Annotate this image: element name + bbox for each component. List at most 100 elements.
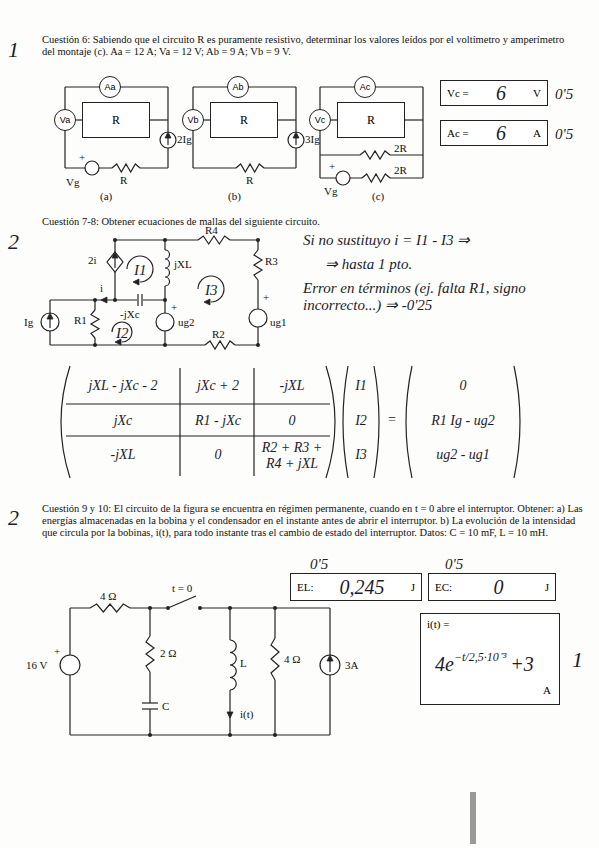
resistor-symbol (236, 164, 264, 172)
junction-dot (148, 606, 152, 610)
wire (179, 368, 180, 476)
label: ug1 (270, 316, 287, 329)
meter-symbol: Vc (309, 109, 331, 131)
label: (a) (100, 190, 112, 203)
label: 2R (394, 142, 407, 155)
label: C (162, 700, 169, 713)
junction-dot (113, 238, 117, 242)
junction-dot (148, 733, 152, 737)
question-text: Cuestión 7-8: Obtener ecuaciones de mall… (42, 216, 542, 228)
meter-name: Ac (360, 82, 371, 92)
matrix-entry: ug2 - ug1 (414, 447, 512, 463)
bracket (514, 366, 520, 478)
wire (295, 87, 296, 168)
source-symbol (160, 132, 176, 148)
source-symbol (41, 313, 59, 331)
label: i (100, 282, 103, 295)
answer-box: i(t) =4e−t/2,5·10⁻³+3A (420, 613, 560, 705)
label: 1 (572, 648, 583, 672)
meter-symbol: Va (54, 109, 76, 131)
mesh-arrow (112, 322, 132, 342)
resistor-symbol (146, 636, 154, 672)
matrix-entry: -jXL (258, 378, 326, 394)
answer-value: 4e (435, 653, 454, 675)
label: I1 (134, 262, 147, 279)
label: Vg (324, 185, 337, 198)
source-symbol (60, 655, 80, 675)
label: 3Ig (305, 133, 320, 146)
gap (236, 162, 264, 174)
label: 2Ig (177, 133, 192, 146)
arrowhead (165, 132, 171, 138)
junction-dot (113, 298, 117, 302)
matrix-entry: jXc + 2 (184, 378, 252, 394)
label: R3 (265, 255, 278, 268)
matrix-entry: 0 (184, 447, 252, 463)
matrix-entry: jXc (68, 413, 178, 429)
label: (c) (372, 190, 384, 203)
answer-label: Vc = (447, 87, 469, 99)
wire (405, 119, 423, 120)
arrowhead (227, 712, 233, 718)
label: -jXc (120, 308, 140, 321)
label: jXL (174, 258, 192, 271)
resistor-symbol (91, 310, 99, 338)
wire (70, 734, 330, 735)
matrix-entry: = (386, 412, 398, 428)
meter-symbol: Aa (99, 76, 121, 98)
label: (b) (228, 190, 241, 203)
wire (50, 299, 165, 300)
bracket (343, 366, 348, 478)
gap (144, 636, 156, 672)
gap (89, 310, 101, 338)
circuit-name: R (112, 113, 120, 128)
wire (66, 435, 330, 436)
label: Ig (24, 316, 33, 329)
meter-name: Va (60, 115, 70, 125)
junction-dot (273, 733, 277, 737)
wire (66, 403, 330, 404)
junction-dot (163, 238, 167, 242)
wire (319, 87, 320, 178)
source-symbol (336, 171, 350, 185)
label: + (79, 151, 85, 164)
circuit-name: R (367, 113, 375, 128)
label: 2i (88, 254, 97, 267)
gap (252, 250, 264, 280)
wire (150, 119, 168, 120)
meter-name: Vb (187, 115, 198, 125)
wire (137, 294, 138, 306)
inductor-symbol (165, 250, 170, 286)
label: 4 Ω (284, 653, 300, 666)
label: I2 (116, 325, 129, 342)
circuit-box: R (82, 102, 150, 138)
scan-mark (470, 792, 476, 844)
answer-box: Ac =6A (440, 120, 548, 146)
label: 2 (8, 230, 19, 254)
label: Si no sustituyo i = I1 - I3 ⇒ (303, 232, 583, 249)
wire (141, 294, 142, 306)
answer-label: EC: (435, 581, 452, 593)
answer-unit: A (543, 684, 551, 696)
matrix-entry: R1 - jXc (184, 413, 252, 429)
bracket (61, 366, 70, 478)
matrix-entry: 0 (414, 378, 512, 394)
source-symbol (320, 655, 340, 675)
gap (205, 339, 235, 351)
resistor-symbol (205, 341, 235, 349)
label: i(t) (240, 708, 253, 721)
wire (422, 87, 423, 178)
wire (200, 607, 330, 608)
meter-symbol: Ac (354, 76, 376, 98)
arrowhead (133, 279, 139, 285)
label: + (263, 291, 269, 304)
matrix-entry: -jXL (68, 447, 178, 463)
wire (49, 300, 50, 345)
dependent-source (107, 252, 123, 272)
meter-name: Vc (315, 115, 326, 125)
answer-box: EL:0,245J (290, 573, 422, 601)
wire (115, 239, 258, 240)
gap (112, 162, 140, 174)
label: 0'5 (310, 556, 328, 573)
circuit-box: R (337, 102, 405, 138)
